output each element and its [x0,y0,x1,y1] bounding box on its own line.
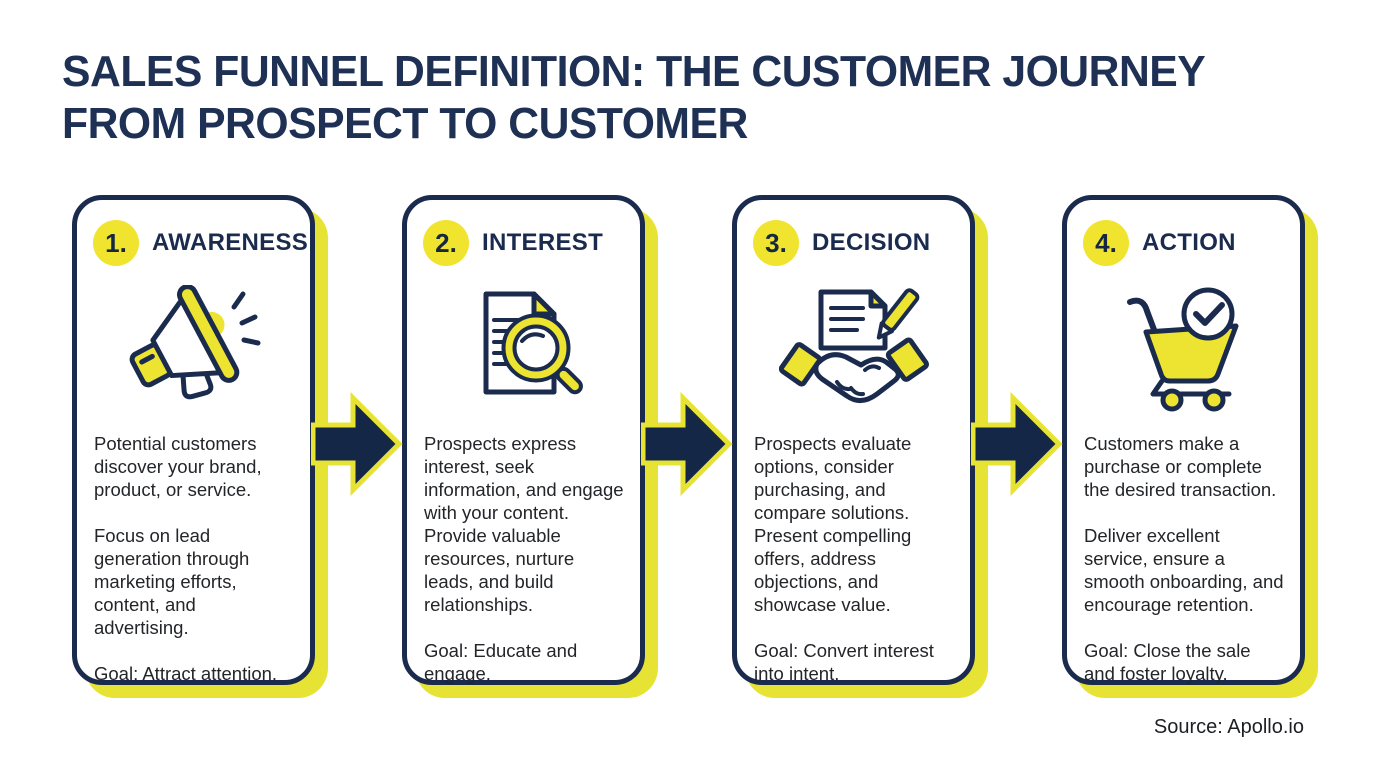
stage-paragraph: Customers make a purchase or complete th… [1084,433,1277,500]
stage-description: Customers make a purchase or complete th… [1067,424,1300,685]
stage-number-badge: 3. [753,220,799,266]
stage-paragraph: Focus on lead generation through marketi… [94,525,250,638]
stage-description: Prospects evaluate options, consider pur… [737,424,970,685]
flow-arrow-icon [971,392,1063,496]
stage-label: ACTION [1142,229,1236,256]
stage-goal: Goal: Attract attention. [94,663,278,684]
page-title-line1: SALES FUNNEL DEFINITION: THE CUSTOMER JO… [62,47,1206,96]
stage-goal: Goal: Convert interest into intent. [754,640,934,684]
stage-header: 4. ACTION [1083,220,1300,266]
stage-card-decision: 3. DECISION [732,195,975,685]
stage-card-awareness: 1. AWARENESS Potential customers discove… [72,195,315,685]
stage-number-badge: 4. [1083,220,1129,266]
stage-number-badge: 1. [93,220,139,266]
stage-description: Potential customers discover your brand,… [77,424,310,685]
stage-label: INTEREST [482,229,604,256]
stage-goal: Goal: Close the sale and foster loyalty. [1084,640,1251,684]
stage-paragraph: Prospects express interest, seek informa… [424,433,624,615]
handshake-agreement-icon [737,276,970,424]
megaphone-icon [77,276,310,424]
flow-arrow-icon [311,392,403,496]
stage-header: 3. DECISION [753,220,970,266]
stage-paragraph: Deliver excellent service, ensure a smoo… [1084,525,1284,615]
stage-card-action: 4. ACTION Customers make a purchase or c… [1062,195,1305,685]
flow-arrow-icon [641,392,733,496]
stage-goal: Goal: Educate and engage. [424,640,578,684]
stage-label: DECISION [812,229,931,256]
stage-card-interest: 2. INTEREST Prospects expres [402,195,645,685]
stage-paragraph: Potential customers discover your brand,… [94,433,262,500]
page-title: SALES FUNNEL DEFINITION: THE CUSTOMER JO… [62,46,1265,150]
cart-check-icon [1067,276,1300,424]
stage-label: AWARENESS [152,229,309,256]
stage-description: Prospects express interest, seek informa… [407,424,640,685]
stage-header: 1. AWARENESS [93,220,310,266]
stage-number-badge: 2. [423,220,469,266]
stage-paragraph: Prospects evaluate options, consider pur… [754,433,912,615]
stage-header: 2. INTEREST [423,220,640,266]
page-title-line2: FROM PROSPECT TO CUSTOMER [62,98,748,148]
document-magnifier-icon [407,276,640,424]
source-attribution: Source: Apollo.io [1153,716,1304,738]
